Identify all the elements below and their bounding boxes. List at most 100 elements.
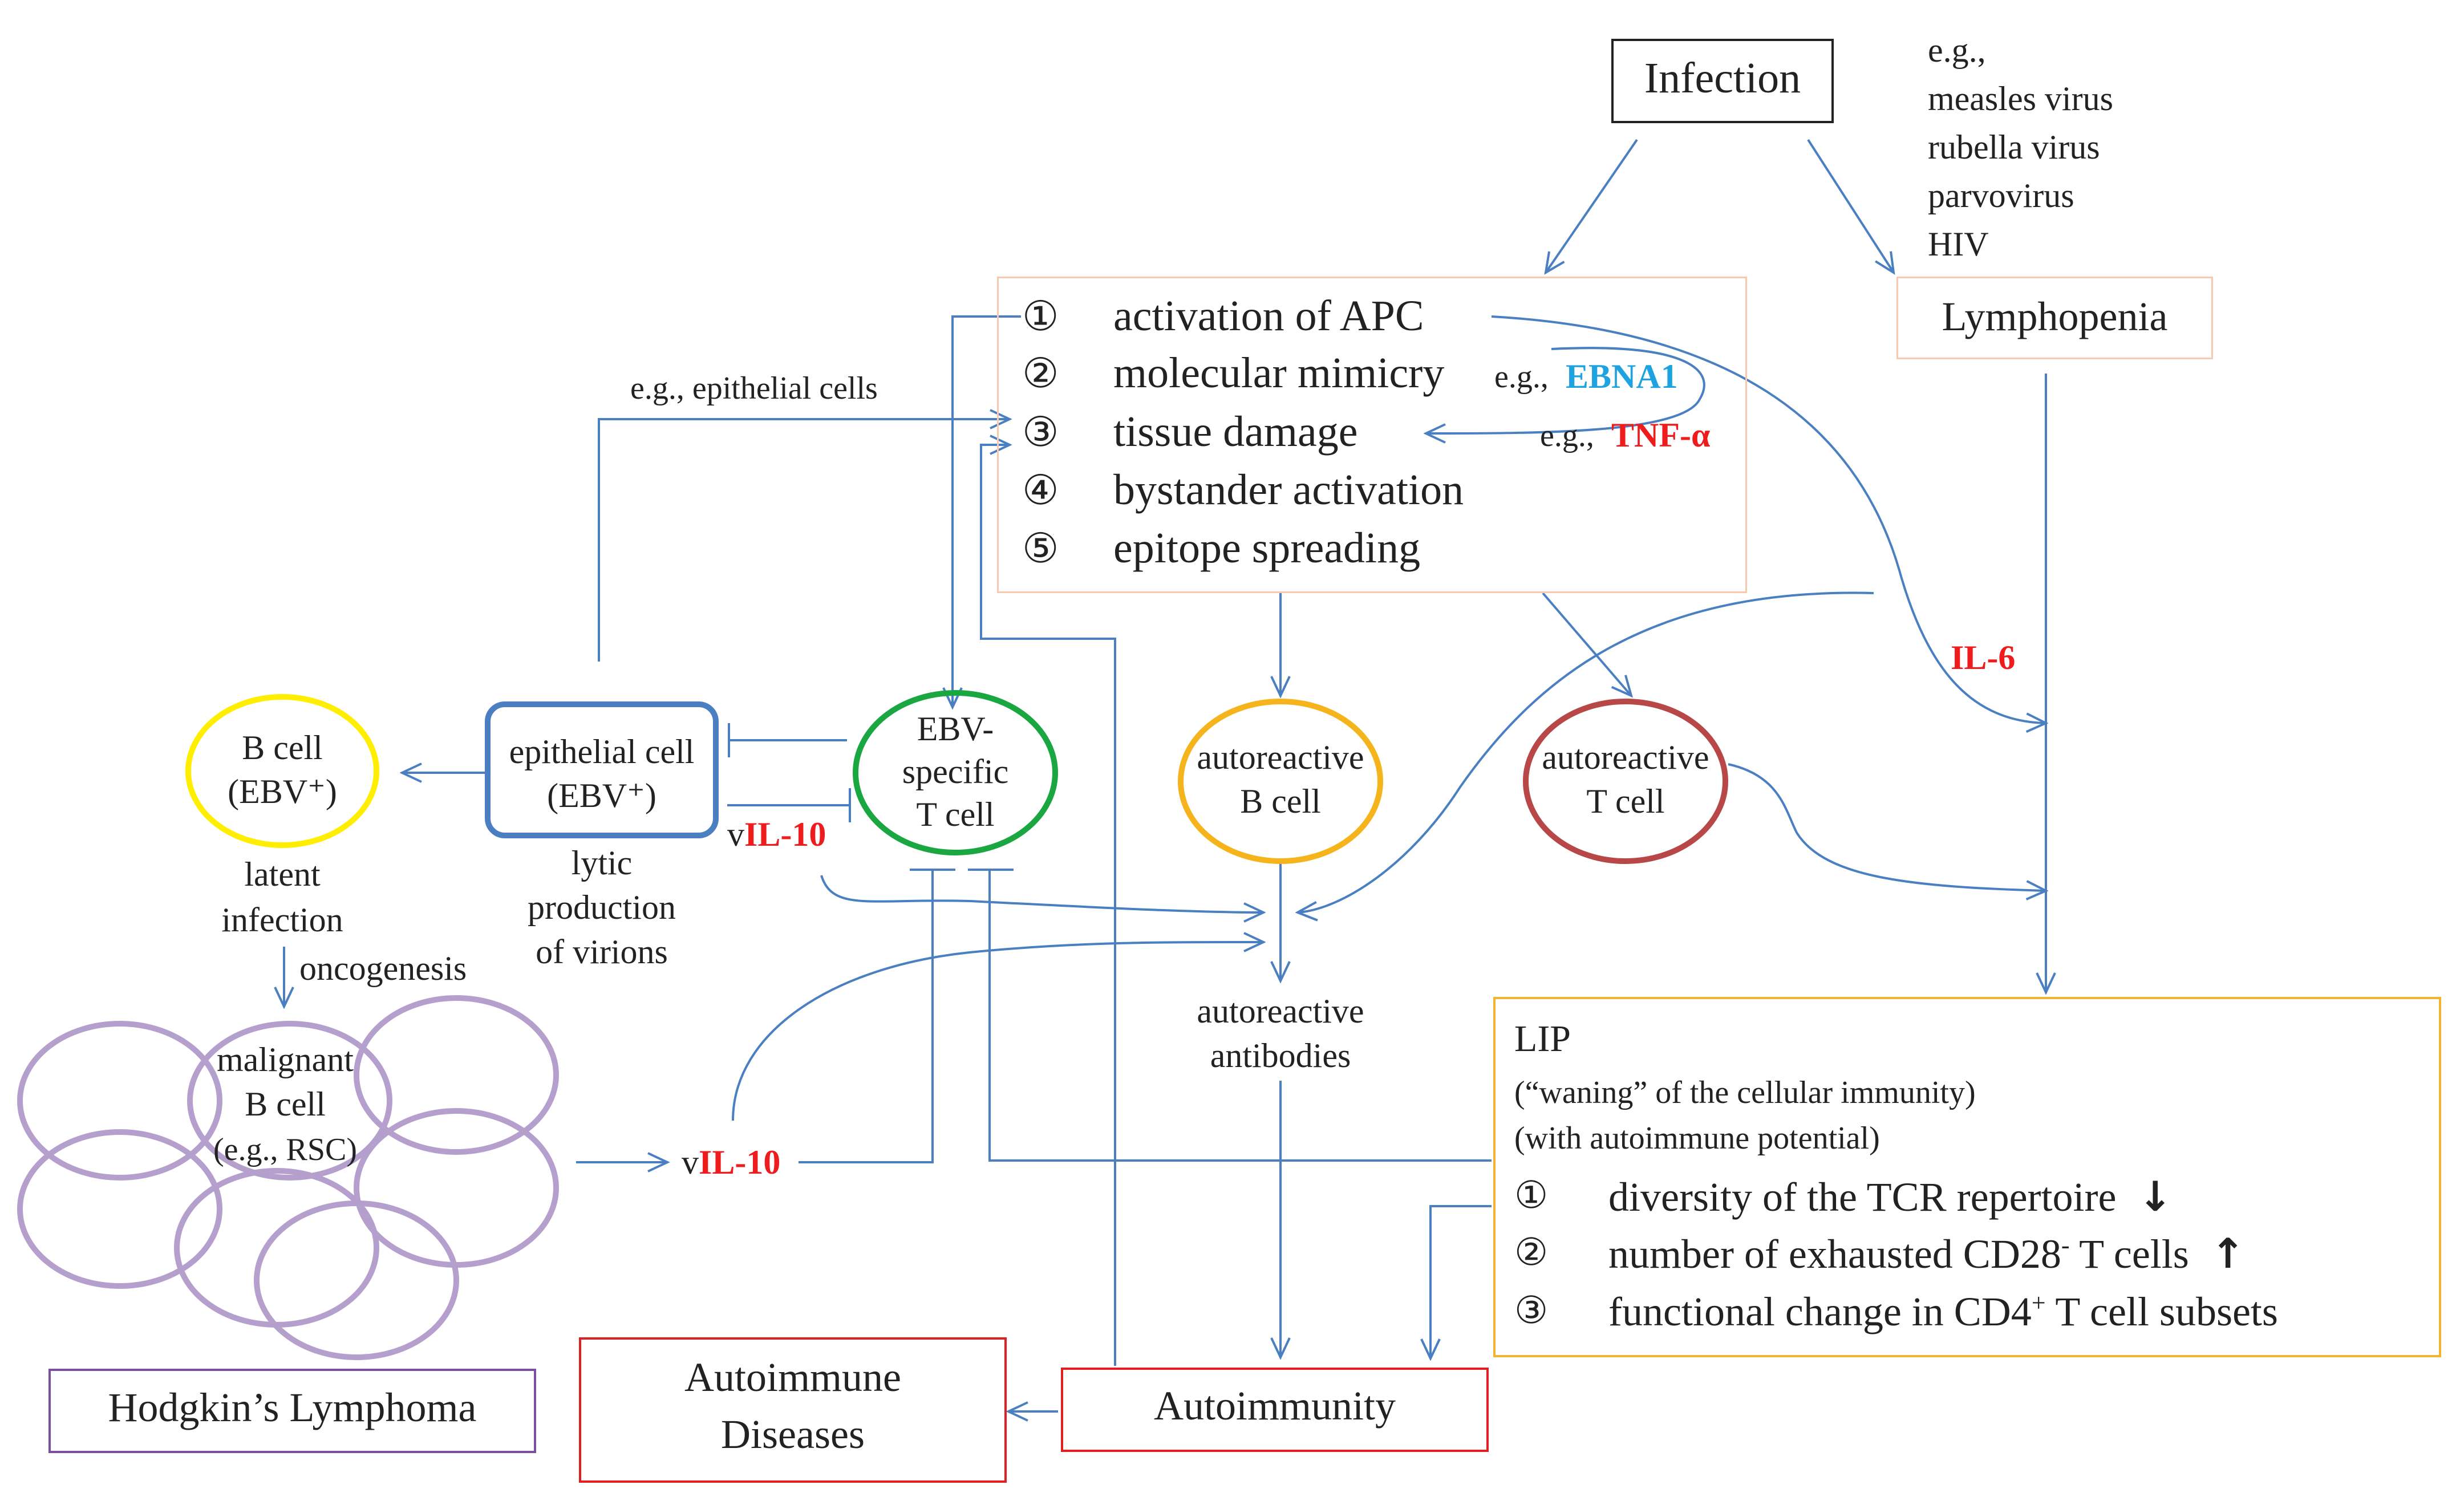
arrow-infection-to-lymphopenia <box>1807 139 1894 273</box>
autoreactive-t-ring <box>1523 699 1728 864</box>
arrow-ebna1-to-tissue-damage <box>1426 347 1705 433</box>
mechanism-label: epitope spreading <box>1113 524 1421 572</box>
autoreactive-t-line1: autoreactive <box>1542 739 1709 776</box>
ebv-t-cell-line3: T cell <box>916 796 995 833</box>
mechanism-label: activation of APC <box>1113 292 1424 340</box>
arrow-lip-to-autoimmunity <box>1430 1205 1492 1358</box>
lytic-line1: lytic <box>571 844 633 882</box>
latent-infection-line2: infection <box>221 901 343 939</box>
malignant-line2: B cell <box>245 1085 326 1123</box>
lip-item-sup: + <box>2031 1289 2046 1317</box>
autoimmune-diseases-box <box>579 1337 1007 1483</box>
lip-item-sup: - <box>2061 1231 2070 1259</box>
virus-examples-lead: e.g., <box>1928 31 1986 69</box>
epithelial-cell-line2: (EBV⁺) <box>547 777 656 814</box>
malignant-line3: (e.g., RSC) <box>213 1132 357 1167</box>
il6-label: IL-6 <box>1951 639 2016 676</box>
lip-item-1: diversity of the TCR repertoire ↓ <box>1608 1174 2173 1220</box>
lymphopenia-box <box>1896 277 2213 359</box>
oncogenesis-label: oncogenesis <box>299 950 467 987</box>
mechanism-label: bystander activation <box>1113 466 1464 514</box>
virus-example-item: measles virus <box>1928 80 2113 117</box>
vil10-name: IL-10 <box>744 816 826 853</box>
ebna1-prefix: e.g., <box>1494 359 1549 395</box>
epithelial-cell-box <box>485 701 719 838</box>
arrow-epithelial-to-tissue-damage <box>598 419 1010 662</box>
mechanism-number: ③ <box>1022 409 1059 455</box>
mechanism-number: ⑤ <box>1022 526 1059 571</box>
epithelial-cell-line1: epithelial cell <box>509 733 695 770</box>
mechanism-number: ② <box>1022 351 1059 396</box>
hodgkins-box <box>48 1369 536 1453</box>
autoreactive-t-line2: T cell <box>1586 782 1665 820</box>
autoimmune-diseases-line2: Diseases <box>721 1411 865 1457</box>
ebv-t-cell-line2: specific <box>902 753 1009 790</box>
virus-example-item: parvovirus <box>1928 177 2074 214</box>
mechanism-label: tissue damage <box>1113 408 1358 456</box>
inhibit-vil10-lower-to-t-cell <box>799 870 934 1163</box>
tnf-label: TNF-α <box>1611 416 1711 454</box>
lip-item-number: ① <box>1514 1175 1549 1216</box>
up-arrow-icon: ↑ <box>2210 1230 2246 1277</box>
b-cell-ebv-ring <box>185 694 379 848</box>
lip-subtitle-2: (with autoimmune potential) <box>1514 1121 1880 1156</box>
epithelial-example: e.g., epithelial cells <box>630 371 878 406</box>
arrow-malignant-to-antibodies <box>732 942 1263 1121</box>
arrow-apc-to-il6 <box>1491 315 2046 723</box>
hodgkins-label: Hodgkin’s Lymphoma <box>108 1385 477 1430</box>
vil10-name: IL-10 <box>699 1143 781 1181</box>
lip-item-2: number of exhausted CD28- T cells ↑ <box>1608 1231 2245 1277</box>
down-arrow-icon: ↓ <box>2138 1173 2173 1220</box>
infection-label: Infection <box>1644 54 1801 102</box>
malignant-cluster <box>17 995 559 1360</box>
lip-title: LIP <box>1514 1018 1571 1060</box>
antibodies-line1: autoreactive <box>1197 992 1364 1030</box>
lip-subtitle-1: (“waning” of the cellular immunity) <box>1514 1075 1976 1110</box>
lip-box <box>1493 997 2441 1357</box>
autoreactive-b-ring <box>1178 699 1383 864</box>
lip-item-3: functional change in CD4+ T cell subsets <box>1608 1289 2278 1335</box>
malignant-line1: malignant <box>217 1041 354 1078</box>
autoimmunity-label: Autoimmunity <box>1153 1383 1396 1429</box>
autoimmunity-box <box>1061 1368 1489 1452</box>
virus-example-item: rubella virus <box>1928 128 2100 166</box>
lip-item-label: functional change in CD4 <box>1608 1289 2032 1334</box>
lip-item-number: ③ <box>1514 1290 1549 1332</box>
lytic-line2: production <box>528 889 676 926</box>
arrow-autoreactive-t-to-lip <box>1728 763 2046 891</box>
arrow-mechanisms-to-autoreactive-t <box>1542 592 1631 696</box>
autoreactive-b-line1: autoreactive <box>1197 739 1364 776</box>
virus-example-item: HIV <box>1928 225 1989 263</box>
mechanism-number: ① <box>1022 294 1059 339</box>
ebv-t-cell-line1: EBV- <box>917 710 994 748</box>
arrow-autoimmunity-to-tissue-damage <box>980 445 1116 1366</box>
mechanism-number: ④ <box>1022 468 1059 513</box>
ebv-t-cell-ring <box>853 690 1058 855</box>
latent-infection-line1: latent <box>244 855 321 893</box>
lip-item-tail: T cells <box>2069 1231 2189 1277</box>
autoimmune-diseases-line1: Autoimmune <box>684 1354 901 1400</box>
lip-item-label: number of exhausted CD28 <box>1608 1231 2061 1277</box>
mechanism-label: molecular mimicry <box>1113 349 1445 397</box>
inhibit-lip-to-t-cell <box>988 870 1492 1162</box>
lytic-line3: of virions <box>536 933 668 971</box>
autoreactive-b-line2: B cell <box>1240 782 1321 820</box>
vil10-lower: vIL-10 <box>682 1143 780 1182</box>
lip-item-number: ② <box>1514 1232 1549 1273</box>
tnf-prefix: e.g., <box>1540 418 1594 453</box>
arrow-mechanisms-to-antibodies <box>1298 591 1874 912</box>
infection-box <box>1611 39 1834 123</box>
lip-item-tail: T cell subsets <box>2045 1289 2278 1334</box>
b-cell-ebv-line1: B cell <box>242 729 323 766</box>
lip-item-label: diversity of the TCR repertoire <box>1608 1174 2117 1220</box>
vil10-prefix: v <box>682 1143 699 1181</box>
lymphopenia-label: Lymphopenia <box>1942 294 2168 339</box>
arrow-infection-to-mechanisms <box>1546 139 1638 273</box>
b-cell-ebv-line2: (EBV⁺) <box>228 773 337 810</box>
mechanisms-box <box>997 277 1747 593</box>
antibodies-line2: antibodies <box>1210 1037 1351 1074</box>
vil10-prefix: v <box>727 816 744 853</box>
vil10-upper: vIL-10 <box>727 816 826 854</box>
